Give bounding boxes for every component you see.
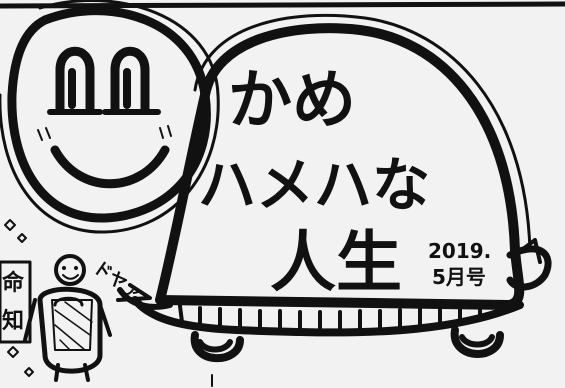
issue-year: 2019. <box>428 239 491 263</box>
title-line-1: かめ <box>228 64 356 138</box>
left-sign: 命 知 <box>0 260 32 344</box>
cheek-marks <box>37 125 172 141</box>
turtle-eyes <box>47 46 161 115</box>
shell-rim <box>117 287 524 337</box>
turtle-smile <box>50 145 170 189</box>
turtle-shell <box>155 13 532 310</box>
title-line-3: 人生 <box>270 224 402 301</box>
turtle-tail <box>506 238 552 291</box>
turtle-feet <box>190 326 504 363</box>
issue-date: 2019. 5月号 <box>428 239 491 289</box>
top-border <box>0 1 565 9</box>
issue-month: 5月号 <box>432 265 486 289</box>
title-line-2: ハメハな <box>198 151 430 219</box>
sign-bottom-char: 知 <box>2 308 24 334</box>
bubble-pointer <box>116 283 152 302</box>
sparkles <box>4 219 34 377</box>
title-text: かめ ハメハな 人生 <box>198 64 430 301</box>
sign-top-char: 命 <box>2 270 25 296</box>
turtle-head <box>0 0 220 234</box>
